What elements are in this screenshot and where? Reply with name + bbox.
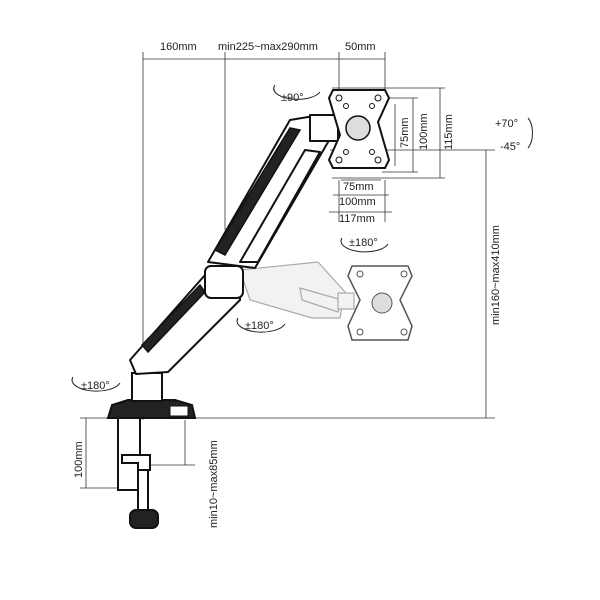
swivel-base-indicator: ±180° [71,376,121,392]
height-range-label: min160~max410mm [490,225,502,325]
desk-clamp [117,417,159,529]
head-rotate-label: ±90° [281,92,304,104]
desk-thickness-label: min10~max85mm [208,440,220,528]
tilt-indicator: +70° -45° [495,117,533,153]
tilt-up-label: +70° [495,118,518,130]
arm-base [106,372,197,419]
lower-arm [129,265,244,375]
lowered-vesa-plate [347,265,413,341]
arm-length-label: min225~max290mm [218,41,318,53]
vesa-plate [327,89,391,169]
swivel-head-indicator: ±180° [340,237,389,253]
plate-width-label: 117mm [339,213,375,225]
tilt-down-label: -45° [500,141,520,153]
vesa-small-v-label: 75mm [399,117,411,148]
arm-offset-label: 160mm [160,41,197,53]
upper-arm [207,114,339,269]
swivel-elbow-indicator: ±180° [236,317,286,333]
rotate-head-indicator: ±90° [273,84,321,104]
head-offset-label: 50mm [345,41,376,53]
clamp-height-label: 100mm [73,441,85,478]
vesa-large-v-label: 100mm [418,113,430,150]
swivel-base-label: ±180° [81,380,110,392]
plate-height-label: 115mm [443,114,455,150]
swivel-elbow-label: ±180° [245,320,274,332]
vesa-small-h-label: 75mm [343,181,374,193]
swivel-head-label: ±180° [349,237,378,249]
vesa-large-h-label: 100mm [339,196,376,208]
lowered-arm-ghost [239,261,355,319]
